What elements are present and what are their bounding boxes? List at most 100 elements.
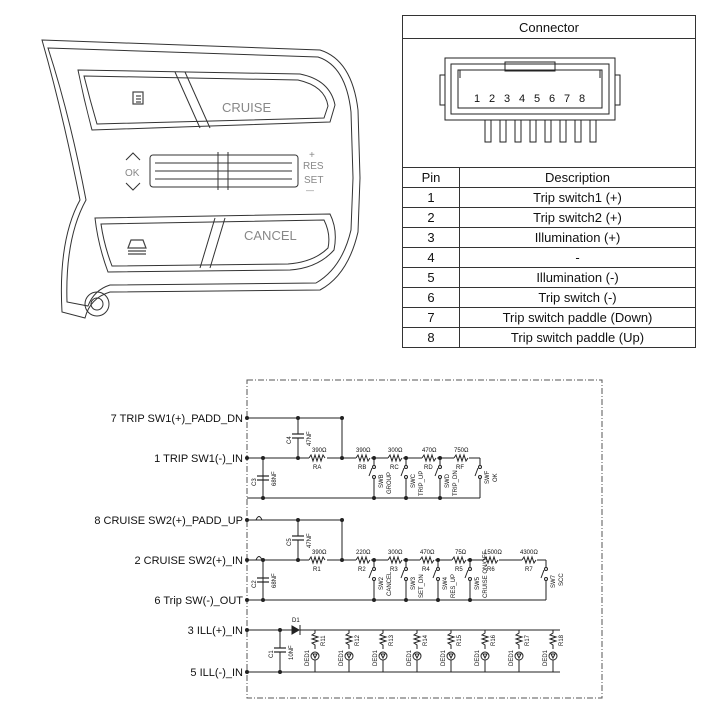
res-name: R4 [422, 567, 430, 573]
res-value: 390Ω [356, 448, 371, 454]
res-name: R5 [455, 567, 463, 573]
led-name: DED1 [509, 649, 515, 666]
led-name: DED1 [305, 649, 311, 666]
ok-label: OK [125, 168, 140, 179]
res-label: RES [303, 161, 324, 172]
sw-name: SW2 [379, 576, 385, 590]
ill-resistor-name: R18 [559, 634, 565, 646]
ill-chain-labels: R11DED1R12DED1R13DED1R14DED1R15DED1R16DE… [305, 634, 565, 666]
pin-cell: 8 [402, 327, 460, 348]
res-value: 470Ω [422, 448, 437, 454]
table-row: 3 Illumination (+) [402, 227, 696, 248]
sw-name: SWB [379, 474, 385, 488]
resistor-symbols [308, 453, 537, 565]
res-value: 220Ω [356, 550, 371, 556]
led-name: DED1 [475, 649, 481, 666]
led-diode-mark [312, 653, 318, 660]
trip-button-icon [132, 91, 144, 105]
sw-name: SW3 [411, 576, 417, 590]
table-row: 7 Trip switch paddle (Down) [402, 307, 696, 328]
ill-resistor [480, 630, 490, 649]
junction-dots [245, 416, 472, 674]
set-minus-label: — [306, 186, 314, 195]
ill-resistor-name: R14 [423, 634, 429, 646]
led-diode-mark [346, 653, 352, 660]
res-name: RF [456, 465, 464, 471]
terminal-7-label: 7 TRIP SW1(+)_PADD_DN [111, 413, 243, 425]
led-diode-mark [380, 653, 386, 660]
terminal-8-label: 8 CRUISE SW2(+)_PADD_UP [94, 515, 243, 527]
led-diode-mark [414, 653, 420, 660]
sw-func: SCC [559, 573, 565, 586]
cap-c2-value: 68NF [272, 573, 278, 588]
res-value: 750Ω [454, 448, 469, 454]
diode-name: D1 [292, 618, 300, 624]
sw-name: SWC [411, 473, 417, 488]
cap-c4-value: 47NF [307, 431, 313, 446]
res-name: RB [358, 465, 366, 471]
ill-resistor-name: R17 [525, 634, 531, 646]
ill-resistor-name: R16 [491, 634, 497, 646]
steering-switch-panel [41, 39, 361, 319]
description-cell: Trip switch (-) [459, 287, 696, 308]
res-name: RD [424, 465, 433, 471]
description-cell: - [459, 247, 696, 268]
led-name: DED1 [543, 649, 549, 666]
table-row: 6 Trip switch (-) [402, 287, 696, 308]
cancel-button-label: CANCEL [244, 228, 297, 243]
sw-func: GROUP [387, 472, 393, 494]
pin-cell: 2 [402, 207, 460, 228]
description-cell: Trip switch2 (+) [459, 207, 696, 228]
led-diode-mark [448, 653, 454, 660]
pin-cell: 5 [402, 267, 460, 288]
cap-c3-name: C3 [252, 478, 258, 486]
ill-resistor [446, 630, 456, 649]
cruise-button-label: CRUISE [222, 100, 271, 115]
res-value: 470Ω [420, 550, 435, 556]
table-row: 8 Trip switch paddle (Up) [402, 327, 696, 348]
cap-c1-name: C1 [269, 650, 275, 658]
terminal-1-label: 1 TRIP SW1(-)_IN [154, 453, 243, 465]
description-cell: Trip switch paddle (Up) [459, 327, 696, 348]
set-label: SET [304, 175, 323, 186]
diode-symbol [291, 625, 301, 635]
connector-pin-table: Connector Pin Description 1 Trip switch1… [402, 15, 696, 348]
terminal-3-label: 3 ILL(+)_IN [188, 625, 243, 637]
pin-cell: 7 [402, 307, 460, 328]
sw-func: OK [493, 473, 499, 482]
sw-name: SW4 [443, 576, 449, 590]
led-diode-mark [550, 653, 556, 660]
res-value: 4300Ω [520, 550, 538, 556]
switch-symbols [368, 465, 548, 581]
sw-func: CANCEL [387, 571, 393, 596]
led-resistor-chain [310, 630, 558, 672]
pin-cell: 4 [402, 247, 460, 268]
pin-cell: 1 [402, 187, 460, 208]
res-value: 300Ω [388, 550, 403, 556]
ill-resistor [344, 630, 354, 649]
res-name: RA [313, 465, 321, 471]
cap-c3-value: 68NF [272, 471, 278, 486]
ill-resistor [514, 630, 524, 649]
terminal-5-label: 5 ILL(-)_IN [190, 667, 243, 679]
ill-resistor-name: R11 [321, 635, 327, 646]
cap-c1-value: 10NF [289, 645, 295, 660]
description-column-header: Description [459, 167, 696, 188]
cap-c2-name: C2 [252, 580, 258, 588]
res-name: R1 [313, 567, 321, 573]
table-row: 1 Trip switch1 (+) [402, 187, 696, 208]
ill-resistor [412, 630, 422, 649]
ill-resistor [548, 630, 558, 649]
led-name: DED1 [339, 649, 345, 666]
pin-cell: 3 [402, 227, 460, 248]
res-value: 75Ω [455, 550, 467, 556]
ill-resistor-name: R15 [457, 634, 463, 646]
res-name: RC [390, 465, 399, 471]
res-name: R7 [525, 567, 533, 573]
led-name: DED1 [441, 649, 447, 666]
sw-name: SWD [445, 473, 451, 488]
sw-func: SET_DN [419, 574, 425, 598]
scc-button-icon [127, 239, 147, 255]
res-value: 1500Ω [484, 550, 502, 556]
